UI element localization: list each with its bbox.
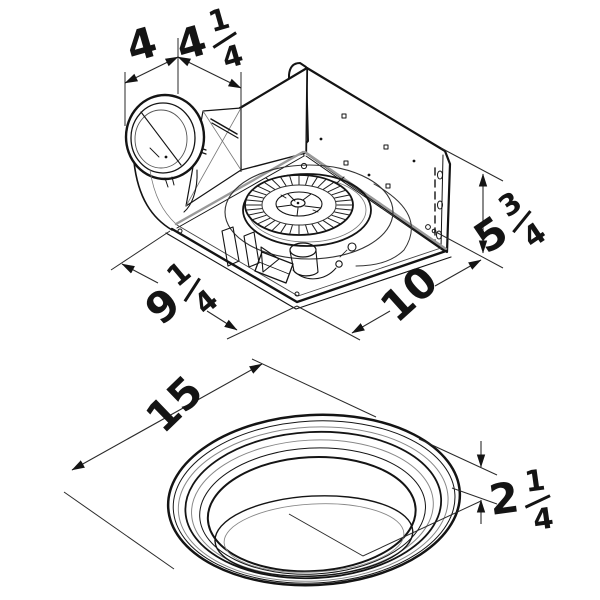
- capacitor: [289, 242, 319, 277]
- hub-spokes: [276, 193, 322, 217]
- dim-line-diameter: [71, 363, 263, 471]
- pan-outer-lip: [165, 232, 452, 310]
- damper-flap: [140, 111, 182, 166]
- dim-line-width-a: [121, 263, 159, 284]
- duct-width-value: 4: [121, 17, 163, 72]
- wheel-hub-plate: [275, 191, 323, 217]
- junction-box: [254, 251, 294, 284]
- dimension-labels: 4 4 1 4 5 3 4 9 1 4 10 15 2 1: [121, 1, 556, 537]
- mounting-holes: [319, 113, 416, 189]
- leader-line: [288, 500, 482, 557]
- scroll-housing: [355, 183, 412, 267]
- height-numerator: 3: [492, 184, 528, 223]
- dim-label-diameter: 15: [136, 366, 212, 442]
- duct-center-numerator: 1: [205, 1, 234, 39]
- bottom-pan: [165, 150, 452, 310]
- dim-line-depth-a: [351, 310, 391, 334]
- blower-vanes: [245, 175, 353, 235]
- dim-line-duct-width: [124, 56, 179, 84]
- dim-line-depth-b: [434, 259, 482, 287]
- extension-lines: [63, 38, 504, 570]
- grille-dome: [166, 413, 462, 587]
- diameter-value: 15: [136, 366, 212, 442]
- motor-parts: [221, 226, 357, 284]
- dim-label-grille-height: 2 1 4: [486, 462, 556, 537]
- dimension-graphics: [63, 38, 504, 570]
- blower-wheel: [244, 174, 354, 236]
- grille-inner-face: [214, 495, 414, 578]
- dim-label-duct-width: 4: [121, 17, 163, 72]
- mounting-flange-right: [434, 154, 444, 249]
- transition-skirt: [133, 161, 173, 231]
- grille-height-denominator: 4: [531, 501, 556, 537]
- pan-front-rim: [170, 227, 448, 304]
- dim-line-width-b: [206, 310, 238, 331]
- duct-center-whole: 4: [170, 15, 212, 70]
- grille-height-whole: 2: [486, 472, 522, 525]
- dim-label-duct-center: 4 1 4: [170, 1, 247, 76]
- wire: [292, 267, 337, 280]
- duct-collar: [124, 93, 206, 231]
- grille-height-numerator: 1: [522, 462, 547, 498]
- duct-center-denominator: 4: [218, 37, 247, 75]
- dim-line-duct-center: [177, 56, 242, 89]
- fan-housing: [124, 62, 452, 310]
- dim-label-width: 9 1 4: [136, 254, 225, 334]
